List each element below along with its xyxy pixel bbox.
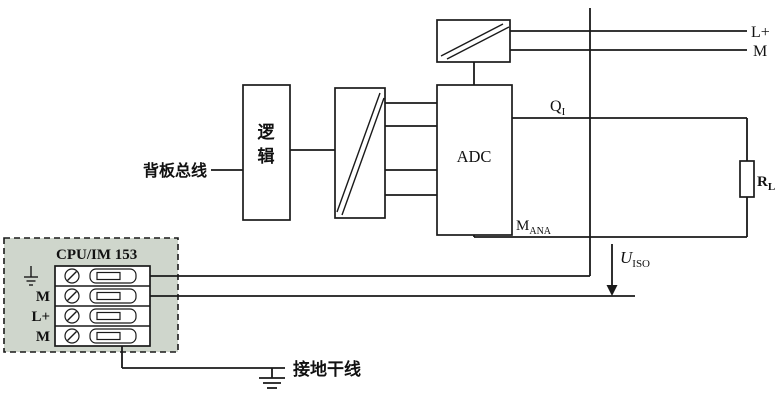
- galvanic-isolator-block: [334, 87, 386, 219]
- terminal-label-m1: M: [36, 289, 50, 305]
- logic-label-line1: 逻: [258, 123, 276, 143]
- arrow-down-icon: [606, 285, 618, 296]
- screw-slot-icon: [67, 271, 77, 281]
- logic-label-line2: 辑: [258, 146, 275, 167]
- uiso-arrow: [606, 244, 618, 296]
- rl-label: RL: [757, 174, 775, 193]
- terminal-label-m2: M: [36, 329, 50, 345]
- terminal-clamp-inner: [96, 311, 121, 321]
- terminal-row: [64, 268, 137, 284]
- power-isolation-converter: [436, 19, 511, 63]
- m-ana-label: MANA: [516, 218, 552, 237]
- ground-trunk-label: 接地干线: [293, 359, 361, 380]
- l-plus-supply-label: L+: [751, 24, 770, 41]
- adc-block: ADC: [436, 84, 513, 236]
- cpu-module-title: CPU/IM 153: [56, 247, 137, 263]
- terminal-row: [64, 328, 137, 344]
- backplane-bus-label: 背板总线: [143, 161, 207, 180]
- terminal-clamp-inner: [96, 331, 121, 341]
- screw-slot-icon: [67, 291, 77, 301]
- screw-slot-icon: [67, 331, 77, 341]
- terminal-row: [64, 308, 137, 324]
- terminal-row: [64, 288, 137, 304]
- functional-earth-icon: [24, 266, 38, 286]
- logic-box: [242, 84, 291, 221]
- logic-block: 逻 辑: [242, 84, 291, 221]
- qi-label: QI: [550, 98, 566, 118]
- adc-label: ADC: [457, 147, 492, 166]
- terminal-label-l-plus: L+: [31, 309, 50, 325]
- terminal-block: [54, 265, 151, 347]
- earth-ground-icon: [259, 368, 285, 389]
- screw-slot-icon: [67, 311, 77, 321]
- adc-box: [436, 84, 513, 236]
- isolation-barrier-icon: [336, 92, 385, 216]
- uiso-label: UISO: [620, 248, 650, 270]
- m-supply-label: M: [753, 43, 767, 60]
- terminal-clamp-inner: [96, 291, 121, 301]
- terminal-clamp-inner: [96, 271, 121, 281]
- resistor-body: [739, 160, 755, 198]
- isolation-barrier-icon: [440, 23, 510, 60]
- load-resistor: RL: [739, 160, 775, 198]
